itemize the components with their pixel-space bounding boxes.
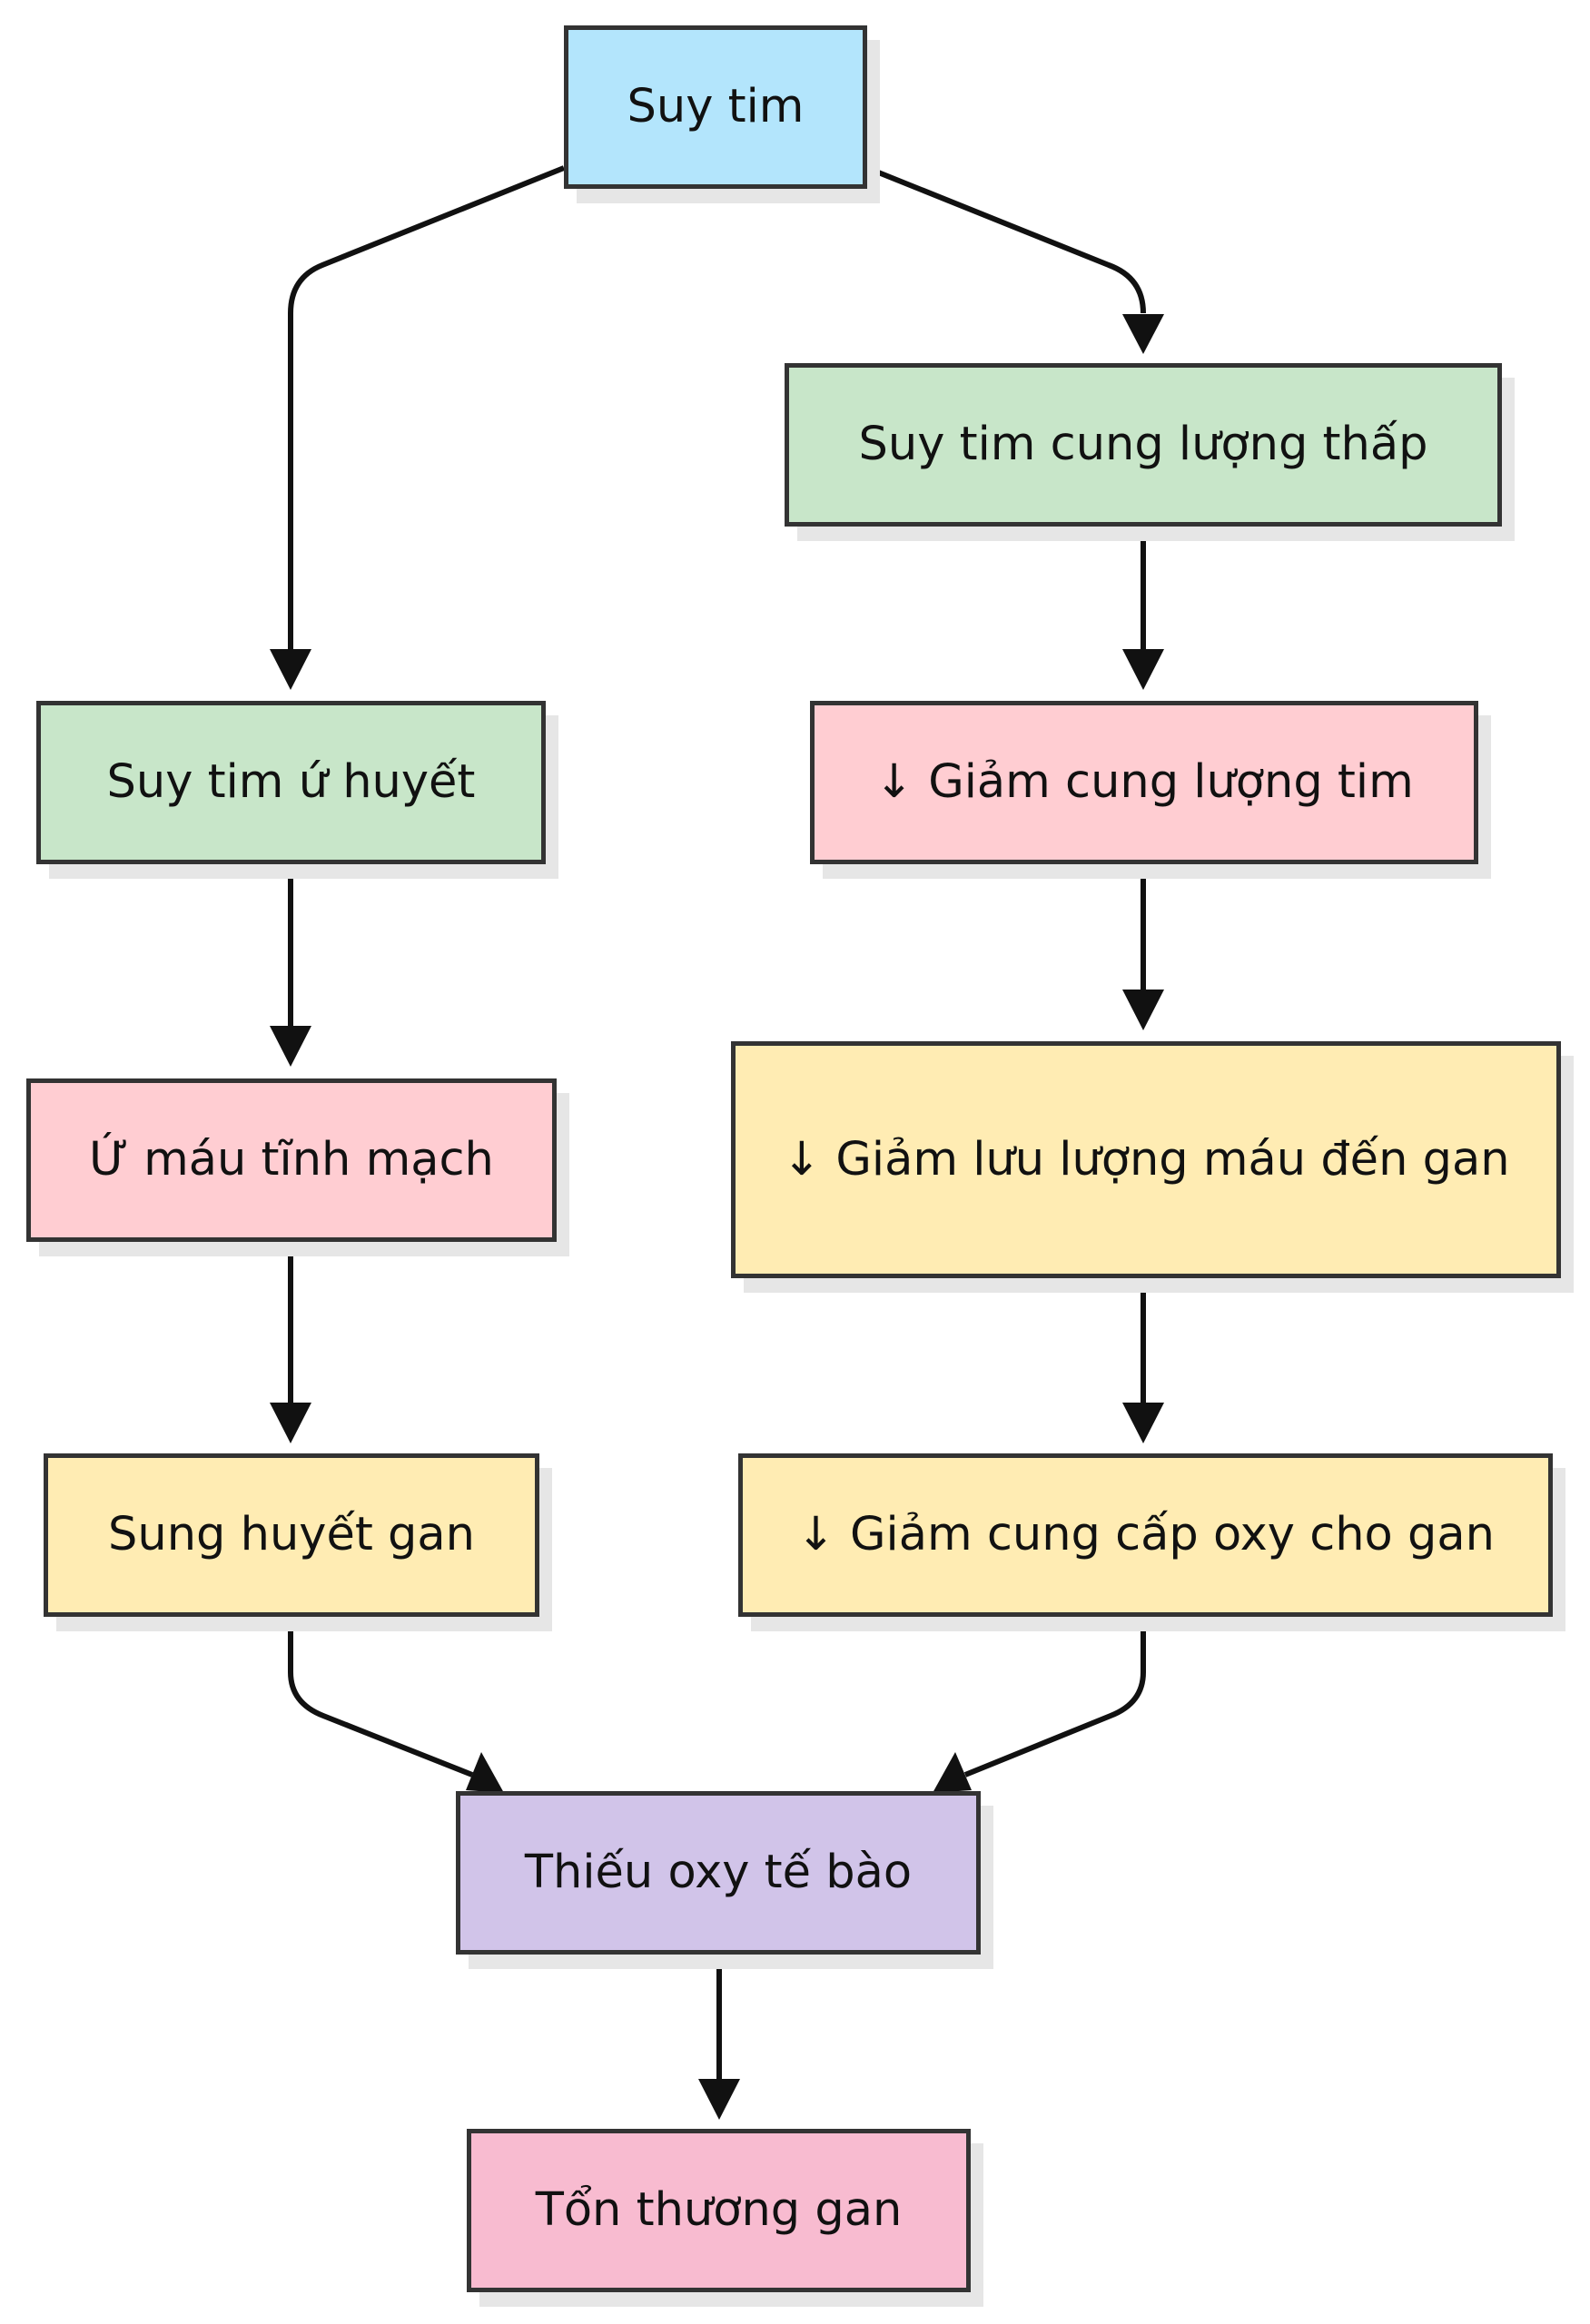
node-label: ↓ Giảm lưu lượng máu đến gan: [782, 1132, 1510, 1187]
arrowhead: [466, 1752, 504, 1793]
arrowhead: [270, 1026, 311, 1067]
arrowhead: [270, 1403, 311, 1443]
node-label: Suy tim cung lượng thấp: [858, 418, 1428, 472]
arrowhead: [933, 1752, 972, 1793]
node-thieu-oxy-te-bao: Thiếu oxy tế bào: [456, 1791, 981, 1955]
arrowhead: [698, 2079, 740, 2120]
arrowhead: [270, 649, 311, 690]
node-label: Thiếu oxy tế bào: [524, 1846, 913, 1900]
node-suy-tim: Suy tim: [564, 25, 867, 189]
arrowhead: [1122, 990, 1164, 1030]
node-label: Ứ máu tĩnh mạch: [89, 1133, 494, 1187]
edge-sung-huyet-gan-to-thieu-oxy: [288, 1617, 474, 1777]
node-giam-cung-cap-oxy-cho-gan: ↓ Giảm cung cấp oxy cho gan: [738, 1453, 1553, 1617]
node-sung-huyet-gan: Sung huyết gan: [44, 1453, 539, 1617]
node-giam-cung-luong-tim: ↓ Giảm cung lượng tim: [810, 701, 1478, 864]
edge-giam-cung-cap-oxy-to-thieu-oxy: [963, 1617, 1146, 1777]
node-u-mau-tinh-mach: Ứ máu tĩnh mạch: [26, 1078, 557, 1242]
arrowhead: [1122, 649, 1164, 690]
node-label: Suy tim ứ huyết: [106, 755, 476, 810]
node-suy-tim-u-huyet: Suy tim ứ huyết: [36, 701, 546, 864]
node-giam-luu-luong-mau-den-gan: ↓ Giảm lưu lượng máu đến gan: [731, 1041, 1561, 1278]
node-label: Tổn thương gan: [535, 2183, 903, 2238]
node-label: Suy tim: [627, 80, 805, 134]
node-label: Sung huyết gan: [108, 1508, 475, 1562]
node-label: ↓ Giảm cung cấp oxy cho gan: [796, 1508, 1495, 1562]
edge-suy-tim-to-cung-luong-thap: [865, 165, 1146, 314]
arrowhead: [1122, 1403, 1164, 1443]
node-suy-tim-cung-luong-thap: Suy tim cung lượng thấp: [785, 363, 1502, 527]
arrowhead: [1122, 314, 1164, 354]
node-label: ↓ Giảm cung lượng tim: [874, 755, 1414, 810]
node-ton-thuong-gan: Tổn thương gan: [467, 2129, 971, 2292]
edge-suy-tim-to-u-huyet: [288, 165, 566, 649]
